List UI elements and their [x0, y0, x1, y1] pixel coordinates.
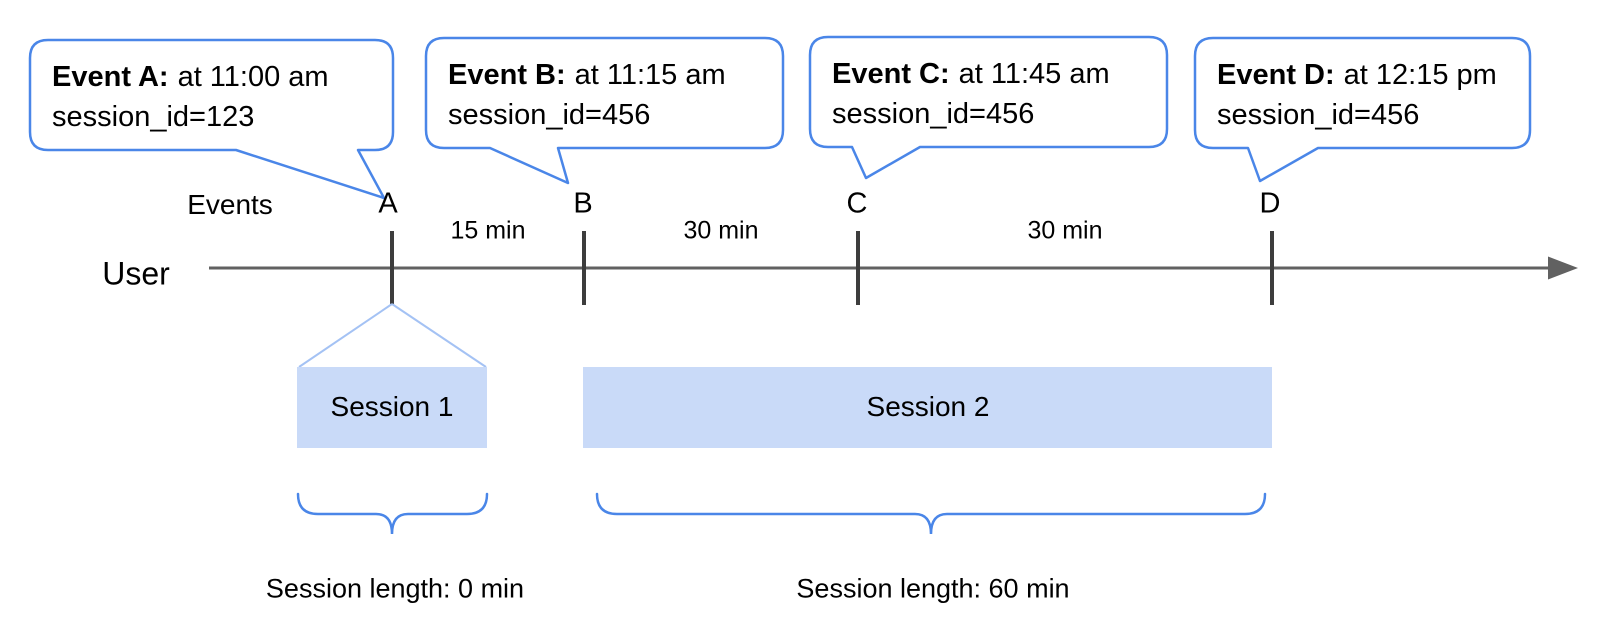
callout-bubble-event-d: [1193, 36, 1532, 183]
callout-text-event-c: Event C:at 11:45 am session_id=456: [832, 54, 1110, 134]
session-1-label: Session 1: [330, 391, 454, 422]
callout-bubble-event-c: [808, 35, 1169, 180]
session-2-brace: [595, 492, 1267, 535]
event-d-time: at 12:15 pm: [1343, 59, 1497, 91]
event-a-title: Event A:: [52, 61, 169, 93]
timeline-arrowhead-icon: [1548, 256, 1578, 280]
session-1-brace: [296, 492, 489, 535]
event-marker-b: B: [573, 187, 593, 220]
session-2-box: [583, 367, 1272, 448]
event-marker-c: C: [846, 187, 868, 220]
event-d-title: Event D:: [1217, 59, 1335, 91]
callout-line-1: Event D:at 12:15 pm: [1217, 55, 1497, 95]
funnel-line-left: [298, 303, 393, 368]
interval-a-to-b: 15 min: [450, 216, 526, 245]
event-a-session-id: session_id=123: [52, 101, 255, 133]
funnel-line-right: [391, 303, 487, 368]
event-b-session-id: session_id=456: [448, 99, 651, 131]
event-b-title: Event B:: [448, 59, 566, 91]
event-c-title: Event C:: [832, 58, 950, 90]
event-c-time: at 11:45 am: [958, 58, 1110, 90]
callout-text-event-a: Event A:at 11:00 am session_id=123: [52, 57, 329, 137]
event-a-time: at 11:00 am: [177, 61, 329, 93]
callout-line-1: Event B:at 11:15 am: [448, 55, 726, 95]
interval-b-to-c: 30 min: [683, 216, 759, 245]
events-axis-label: Events: [187, 189, 273, 220]
callout-bubble-event-b: [424, 36, 785, 185]
event-marker-d: D: [1259, 187, 1281, 220]
callout-bubble-event-a: [28, 38, 395, 200]
callout-text-event-b: Event B:at 11:15 am session_id=456: [448, 55, 726, 135]
session-2-label: Session 2: [866, 391, 990, 422]
event-b-time: at 11:15 am: [574, 59, 726, 91]
callout-line-1: Event A:at 11:00 am: [52, 57, 329, 97]
session-1-length-label: Session length: 0 min: [265, 573, 525, 604]
event-marker-a: A: [378, 187, 398, 220]
session-1-box: [297, 367, 487, 448]
user-axis-label: User: [102, 255, 170, 292]
callout-text-event-d: Event D:at 12:15 pm session_id=456: [1217, 55, 1497, 135]
interval-c-to-d: 30 min: [1027, 216, 1103, 245]
session-2-length-label: Session length: 60 min: [796, 573, 1070, 604]
callout-line-1: Event C:at 11:45 am: [832, 54, 1110, 94]
event-c-session-id: session_id=456: [832, 98, 1035, 130]
event-d-session-id: session_id=456: [1217, 99, 1420, 131]
